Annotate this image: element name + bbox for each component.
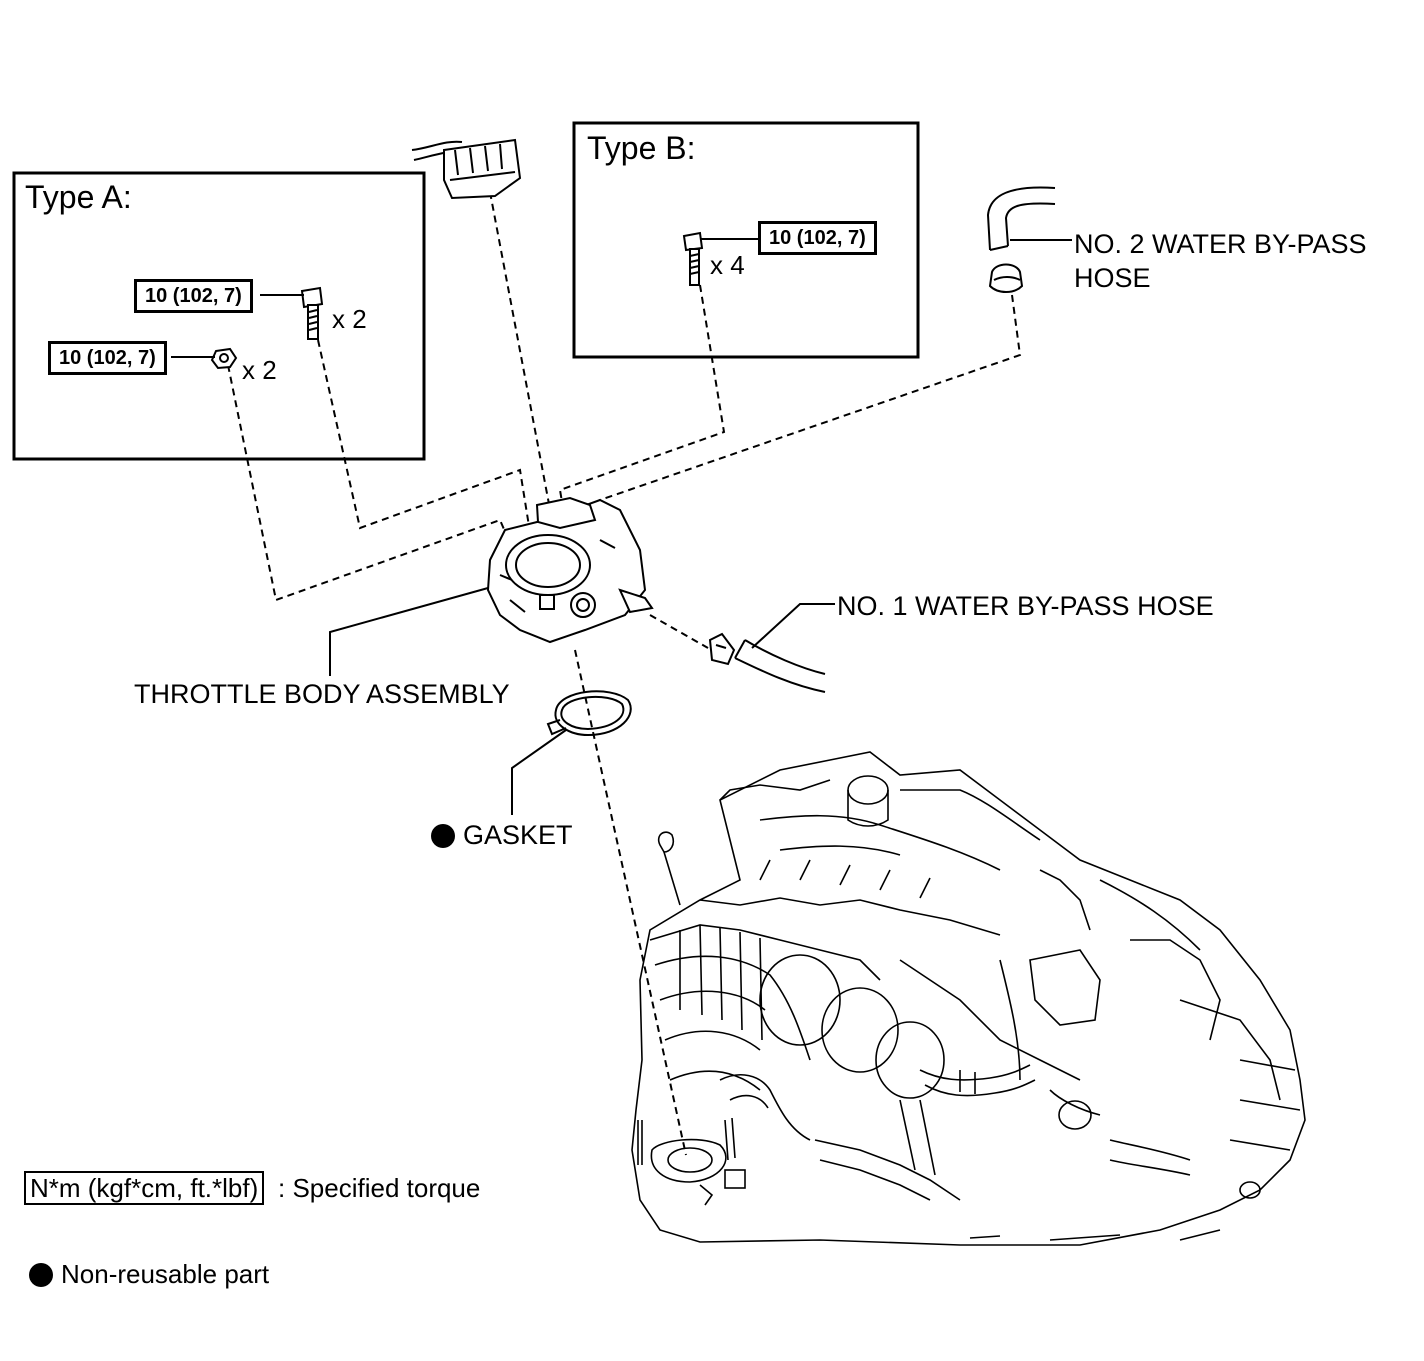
type-a-nut-torque-label: 10 (102, 7) xyxy=(48,341,167,375)
type-a-box xyxy=(12,171,426,461)
type-b-bolt-leader xyxy=(700,238,758,240)
throttle-body-assembly-label: THROTTLE BODY ASSEMBLY xyxy=(134,679,510,709)
type-a-bolt-icon xyxy=(300,286,324,340)
type-a-title: Type A: xyxy=(25,179,132,215)
type-a-bolt-torque-label: 10 (102, 7) xyxy=(134,279,253,313)
no2-water-bypass-hose-label-line1: NO. 2 WATER BY-PASS xyxy=(1074,229,1367,259)
non-reusable-legend: Non-reusable part xyxy=(29,1261,269,1287)
type-b-box xyxy=(572,121,920,359)
type-a-bolt-leader xyxy=(260,294,304,296)
type-a-nut-icon xyxy=(210,347,238,370)
throttle-body-icon xyxy=(486,496,654,644)
gasket-label: GASKET xyxy=(431,822,573,849)
engine-icon xyxy=(631,751,1306,1246)
type-b-bolt-torque-label: 10 (102, 7) xyxy=(758,221,877,255)
type-a-nut-quantity: x 2 xyxy=(242,355,277,385)
no2-hose-clamp-icon xyxy=(988,263,1024,293)
type-a-bolt-quantity: x 2 xyxy=(332,304,367,334)
non-reusable-dot-icon xyxy=(431,824,455,848)
no2-hose-icon xyxy=(986,186,1072,251)
gasket-label-text: GASKET xyxy=(463,820,573,850)
type-b-bolt-quantity: x 4 xyxy=(710,250,745,280)
connector-icon xyxy=(411,138,522,200)
no2-water-bypass-hose-label-line2: HOSE xyxy=(1074,263,1151,293)
type-b-bolt-icon xyxy=(682,231,704,286)
no1-hose-clamp-icon xyxy=(708,632,736,666)
dashed-guide-lines xyxy=(227,191,1022,1156)
non-reusable-legend-dot-icon xyxy=(29,1263,53,1287)
throttle-body-leader xyxy=(329,587,489,676)
torque-unit-legend-box: N*m (kgf*cm, ft.*lbf) xyxy=(24,1171,265,1205)
torque-legend-description: : Specified torque xyxy=(278,1173,481,1203)
no1-water-bypass-hose-label: NO. 1 WATER BY-PASS HOSE xyxy=(837,591,1214,621)
type-a-nut-leader xyxy=(171,356,215,358)
non-reusable-legend-text: Non-reusable part xyxy=(61,1259,270,1289)
no1-hose-icon xyxy=(734,603,835,693)
type-b-title: Type B: xyxy=(587,130,696,166)
gasket-icon xyxy=(511,690,632,815)
